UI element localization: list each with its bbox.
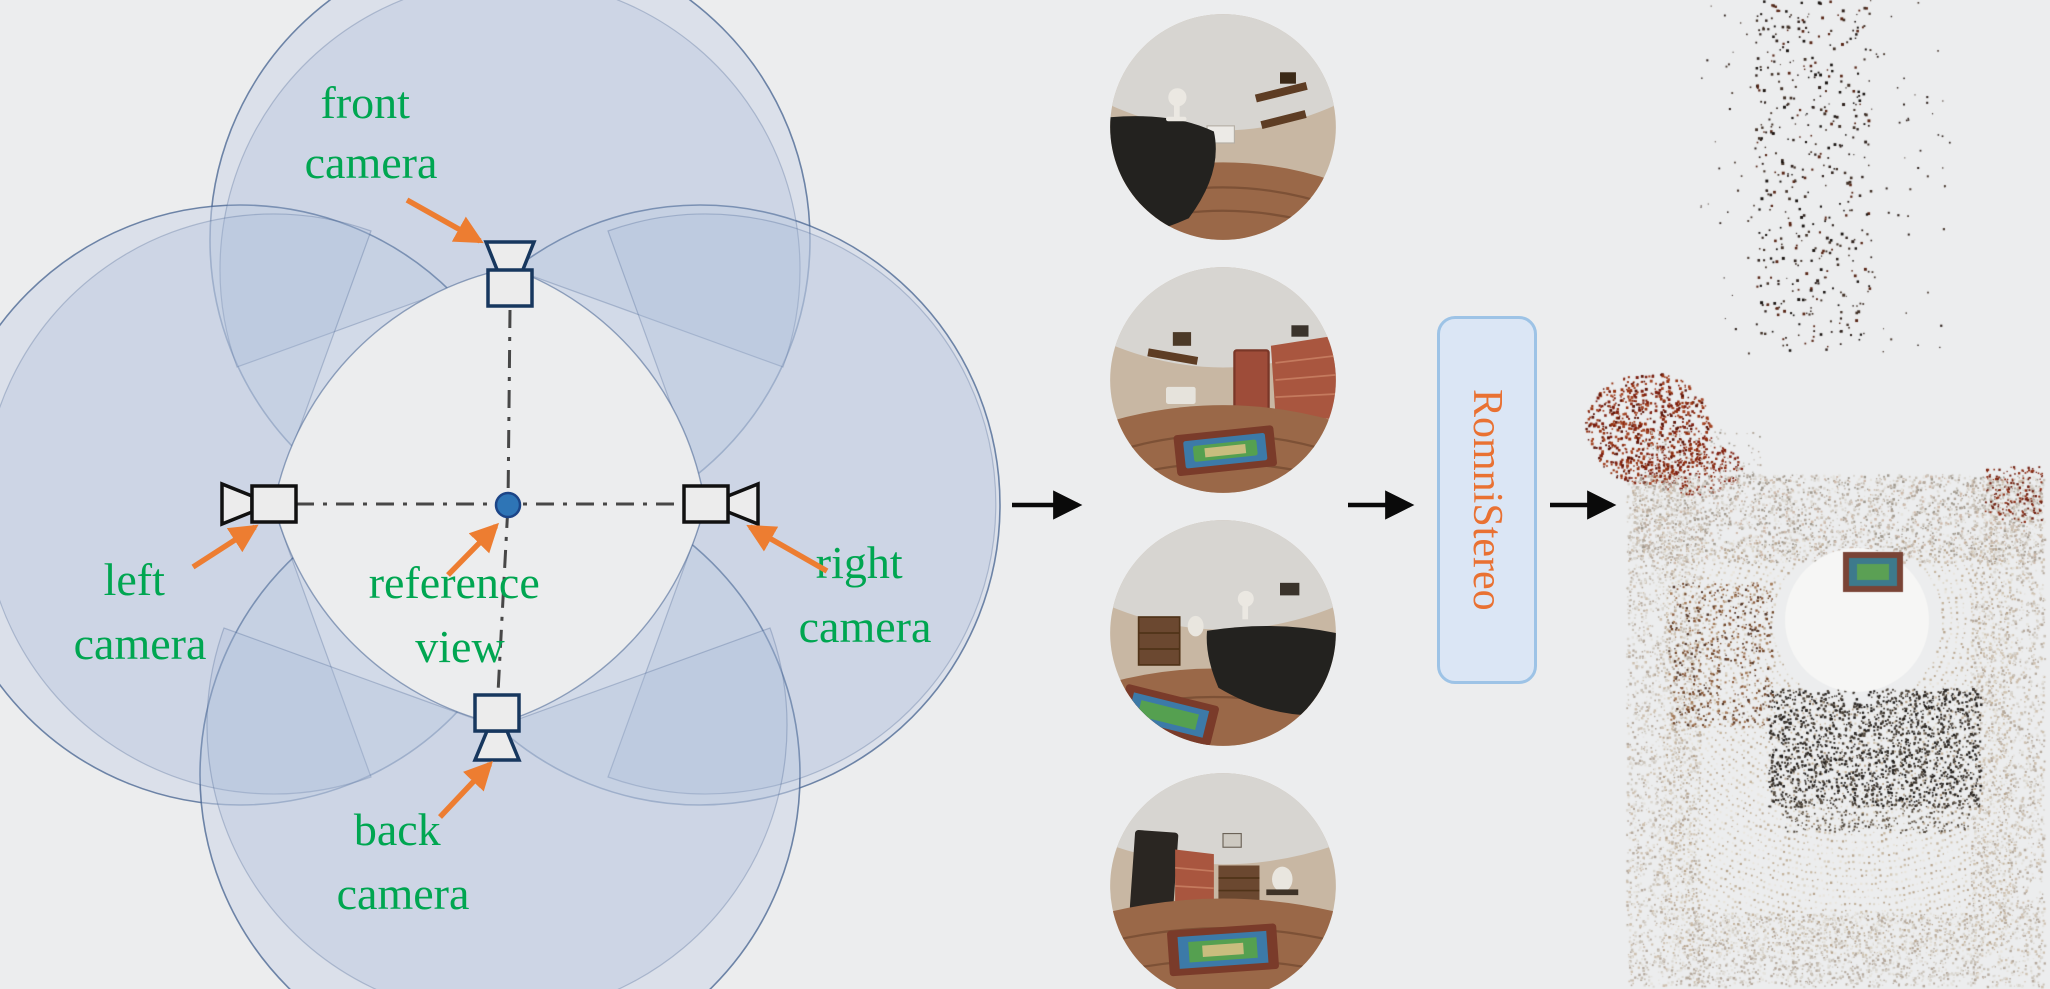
front-camera-icon: [483, 240, 537, 308]
fov-sector-right: [607, 213, 997, 795]
reference-view-dot: [494, 491, 522, 519]
back-camera-label: back camera: [337, 804, 470, 919]
fisheye-view-2: [1110, 267, 1336, 493]
annotation-arrow-left: [191, 524, 259, 570]
annotation-arrow-reference: [446, 522, 500, 577]
pointcloud-view: [1555, 0, 2050, 989]
fov-sector-left: [0, 213, 372, 795]
left-camera-icon: [220, 481, 298, 527]
back-camera-icon: [472, 693, 522, 762]
fov-sector-front: [219, 0, 801, 368]
romnistereo-model-box: RomniStereo: [1437, 316, 1537, 684]
camera-rig-diagram: front camera left camera reference view …: [0, 0, 1001, 989]
fisheye-view-1: [1110, 14, 1336, 240]
left-camera-label: left camera: [74, 554, 207, 669]
front-camera-label: front camera: [305, 77, 438, 188]
vertical-baseline: [496, 309, 512, 694]
fisheye-view-4: [1110, 773, 1336, 989]
romnistereo-label: RomniStereo: [1464, 389, 1510, 611]
fisheye-column: [1110, 14, 1336, 989]
annotation-arrow-right: [746, 524, 829, 574]
fisheye-view-3: [1110, 520, 1336, 746]
annotation-arrows: [191, 197, 829, 819]
right-camera-label: right camera: [799, 537, 932, 652]
baseline-dashed-lines: [296, 309, 682, 694]
fov-sector-back: [206, 627, 788, 989]
annotation-arrow-back: [437, 760, 493, 819]
right-camera-icon: [682, 481, 760, 527]
annotation-arrow-front: [405, 197, 484, 244]
fov-sectors: [0, 0, 997, 989]
